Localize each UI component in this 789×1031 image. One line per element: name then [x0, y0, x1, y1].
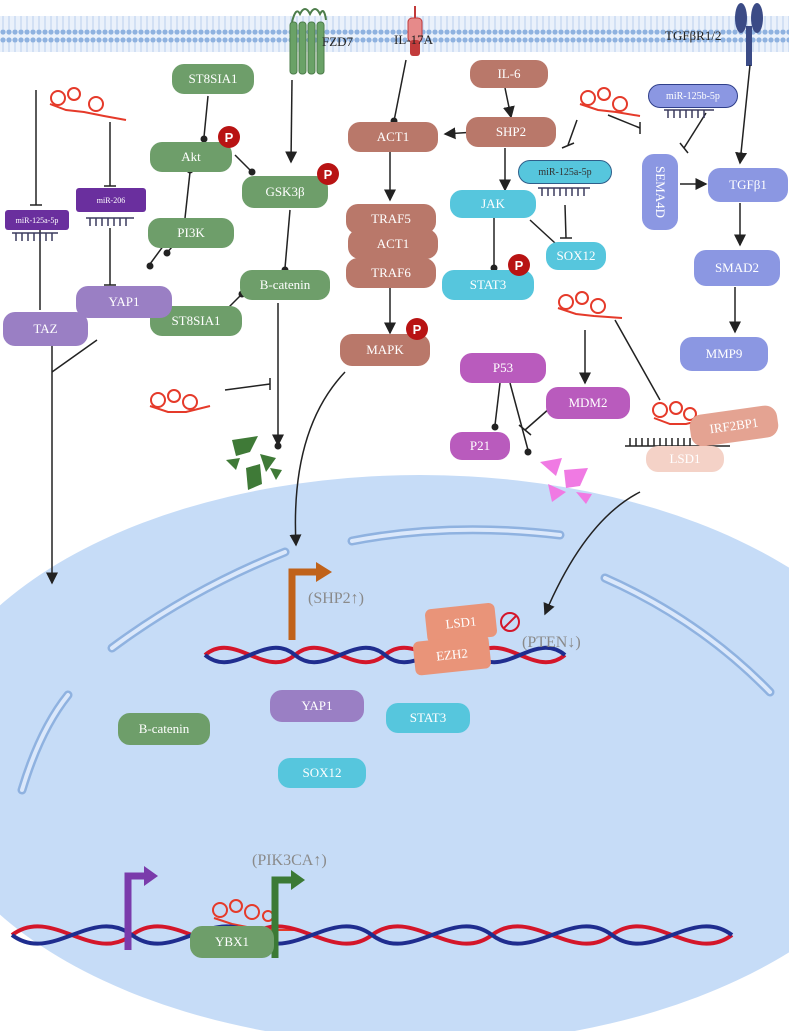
- shp2-node: SHP2: [466, 117, 556, 147]
- phosphorylation-gsk3b-icon: P: [317, 163, 339, 185]
- lsd1-node-cytoplasm: LSD1: [646, 446, 724, 472]
- p53-node: P53: [460, 353, 546, 383]
- sema4d-label: SEMA4D: [653, 165, 669, 219]
- pi3k-node: PI3K: [148, 218, 234, 248]
- smad2-node: SMAD2: [694, 250, 780, 286]
- bcatenin-node: B-catenin: [240, 270, 330, 300]
- dna-helix-upper: [203, 645, 567, 665]
- il17a-label: IL-17A: [394, 32, 433, 47]
- pten-downregulation-label: (PTEN↓): [522, 634, 581, 651]
- phosphorylation-akt-icon: P: [218, 126, 240, 148]
- phosphorylation-mapk-icon: P: [406, 318, 428, 340]
- p21-node: P21: [450, 432, 510, 460]
- traf6-node: TRAF6: [346, 258, 436, 288]
- rna-hairpin-shp2: [579, 87, 641, 117]
- dna-helix-lower: [10, 924, 734, 946]
- sox12-nuclear-node: SOX12: [278, 758, 366, 788]
- p53-degradation-fragments: [540, 458, 592, 504]
- taz-node: TAZ: [3, 312, 88, 346]
- jak-node: JAK: [450, 190, 536, 218]
- inhibition-bars: [30, 122, 689, 436]
- pik3ca-upregulation-label: (PIK3CA↑): [252, 852, 327, 869]
- mmp9-node: MMP9: [680, 337, 768, 371]
- cell-membrane: [0, 16, 789, 52]
- tgfb1-node: TGFβ1: [708, 168, 788, 202]
- sox12-node: SOX12: [546, 242, 606, 270]
- sema4d-node: SEMA4D: [642, 154, 678, 230]
- pathway-edges: [35, 59, 751, 616]
- fzd7-receptor-icon: [289, 8, 327, 75]
- rna-hairpin-mdm2: [557, 291, 623, 319]
- mir125a-5p-node-left: miR-125a-5p: [5, 210, 69, 230]
- mir125a-5p-node-right: miR-125a-5p: [518, 160, 612, 184]
- nucleus: [0, 475, 789, 1031]
- rna-hairpin-top-left: [49, 87, 127, 121]
- bcatenin-degradation-fragments: [226, 436, 282, 490]
- bcatenin-nuclear-node: B-catenin: [118, 713, 210, 745]
- act1-complex-node: ACT1: [348, 229, 438, 259]
- st8sia1-node-top: ST8SIA1: [172, 64, 254, 94]
- act1-node: ACT1: [348, 122, 438, 152]
- transcription-arrow-shp2: [288, 562, 332, 640]
- mirna-target-combs: [12, 109, 714, 241]
- il17a-receptor-icon: [407, 6, 423, 56]
- mdm2-node: MDM2: [546, 387, 630, 419]
- yap1-nuclear-node: YAP1: [270, 690, 364, 722]
- phosphorylation-stat3-icon: P: [508, 254, 530, 276]
- stat3-nuclear-node: STAT3: [386, 703, 470, 733]
- ybx1-node: YBX1: [190, 926, 274, 958]
- tgfbr-receptor-icon: [735, 3, 763, 66]
- yap1-node-cytoplasm: YAP1: [76, 286, 172, 318]
- mir206-node: miR-206: [76, 188, 146, 212]
- transcription-arrow-purple: [124, 866, 158, 950]
- mir125b-5p-node: miR-125b-5p: [648, 84, 738, 108]
- akt-node: Akt: [150, 142, 232, 172]
- il6-node: IL-6: [470, 60, 548, 88]
- tgfbr-label: TGFβR1/2: [665, 28, 722, 43]
- transcription-arrow-pik3ca: [271, 870, 305, 958]
- rna-hairpin-mid-left: [149, 389, 211, 413]
- fzd7-label: FZD7: [322, 34, 354, 49]
- inhibition-symbol-icon: [500, 612, 520, 632]
- gsk3b-node: GSK3β: [242, 176, 328, 208]
- shp2-upregulation-label: (SHP2↑): [308, 590, 365, 607]
